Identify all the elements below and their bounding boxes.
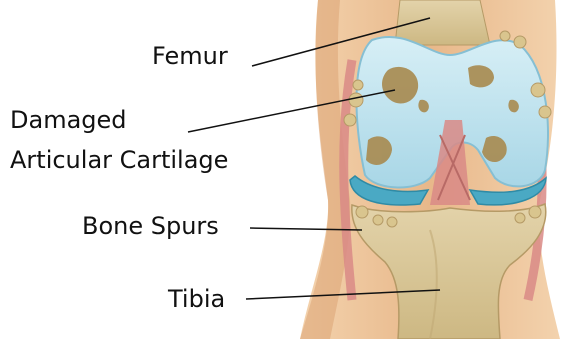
label-femur: Femur: [152, 44, 228, 68]
femur-shaft: [395, 0, 490, 45]
label-damaged-line2: Articular Cartilage: [10, 148, 228, 172]
label-tibia: Tibia: [168, 287, 225, 311]
label-damaged-line1: Damaged: [10, 108, 127, 132]
label-bone-spurs: Bone Spurs: [82, 214, 219, 238]
